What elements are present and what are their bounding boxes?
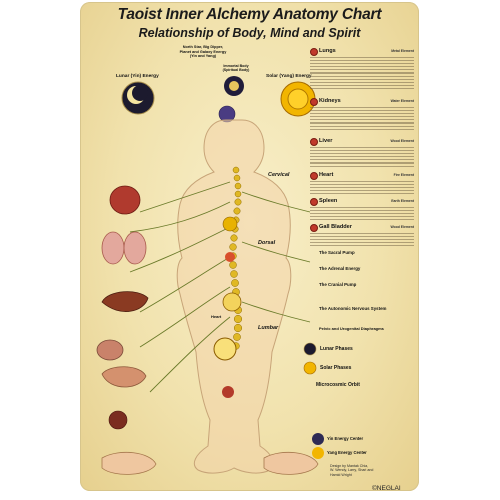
navel-center (222, 292, 242, 312)
intestines-organ-icon (101, 366, 147, 388)
organ-element: Fire Element (393, 173, 414, 177)
lungs-organ-icon-right (123, 231, 147, 265)
anatomy-illustration (96, 76, 324, 475)
sacral-pump-label: The Sacral Pump (319, 250, 355, 255)
microcosmic-orbit-label: Microcosmic Orbit (316, 382, 360, 388)
immortal-body-label: Immortal Body (Spiritual Body) (222, 64, 250, 73)
solar-phase-icon (303, 361, 317, 375)
lunar-energy-icon (121, 81, 155, 115)
section-bullet-icon (310, 138, 318, 146)
top-note: North Star, Big Dipper, Planet and Galax… (179, 45, 227, 58)
copyright-notice: ©NEGLAI (372, 485, 401, 492)
organ-name: Kidneys (319, 98, 341, 104)
nerve-network (129, 181, 311, 393)
solar-phases-label: Solar Phases (320, 365, 352, 371)
chart-title: Taoist Inner Alchemy Anatomy Chart (117, 6, 382, 23)
organ-section-liver: Liver Wood Element (310, 138, 414, 169)
stomach-organ-icon (96, 339, 124, 361)
organ-element: Wood Element (390, 225, 414, 229)
organ-element: Wood Element (390, 139, 414, 143)
liver-organ-icon (101, 291, 149, 312)
credits-line-3: Hamid Wright (330, 472, 352, 477)
yin-energy-center-icon (312, 433, 324, 445)
chart-subtitle: Relationship of Body, Mind and Spirit (138, 26, 361, 40)
cervical-label: Cervical (268, 172, 290, 178)
credits-line-2: W. Wendy, Larry, Shari and (330, 468, 374, 473)
cranial-pump-label: The Cranial Pump (319, 282, 357, 287)
section-bullet-icon (310, 224, 318, 232)
lunar-phase-icon (303, 342, 317, 356)
kidney-organ-icon (108, 410, 128, 430)
credits-line-1: Design by Mantak Chia, (330, 464, 369, 468)
heart-organ-icon (109, 185, 141, 215)
organ-section-gall-bladder: Gall Bladder Wood Element (310, 224, 414, 248)
section-bullet-icon (310, 98, 318, 106)
organ-element: Water Element (390, 99, 414, 103)
lumbar-label: Lumbar (258, 325, 279, 331)
heart-center-label: Heart (211, 314, 222, 319)
lower-tantien (213, 337, 237, 361)
autonomic-label: The Autonomic Nervous System (319, 306, 387, 311)
immortal-body-icon (224, 76, 244, 96)
solar-energy-icon (280, 81, 316, 117)
organ-name: Gall Bladder (319, 224, 352, 230)
yang-energy-center-icon (312, 447, 324, 459)
section-bullet-icon (310, 48, 318, 56)
section-bullet-icon (310, 198, 318, 206)
solar-plexus-center (225, 252, 235, 262)
organ-section-heart: Heart Fire Element (310, 172, 414, 196)
organ-section-lungs: Lungs Metal Element (310, 48, 414, 91)
left-foot-icon (101, 452, 157, 475)
perineum-center (222, 386, 234, 398)
lungs-organ-icon-left (101, 231, 125, 265)
organ-section-spleen: Spleen Earth Element (310, 198, 414, 222)
organ-name: Heart (319, 172, 334, 178)
organ-name: Liver (319, 138, 333, 144)
lunar-phases-label: Lunar Phases (320, 346, 353, 352)
organ-element: Earth Element (391, 199, 414, 203)
organ-name: Spleen (319, 198, 338, 204)
right-foot-icon (263, 452, 319, 475)
pelvic-label: Pelvic and Urogenital Diaphragms (319, 326, 384, 331)
lunar-label: Lunar (Yin) Energy (116, 74, 159, 79)
solar-label: Solar (Yang) Energy (266, 74, 312, 79)
organ-section-kidneys: Kidneys Water Element (310, 98, 414, 132)
organ-name: Lungs (319, 48, 336, 54)
adrenal-energy-label: The Adrenal Energy (319, 266, 361, 271)
heart-center (222, 216, 238, 232)
credits: Design by Mantak Chia, W. Wendy, Larry, … (330, 464, 410, 477)
chart-poster: Taoist Inner Alchemy Anatomy Chart Relat… (80, 2, 419, 491)
yin-center-label: Yin Energy Center (327, 436, 364, 441)
dorsal-label: Dorsal (258, 240, 276, 246)
organ-element: Metal Element (391, 49, 414, 53)
yang-center-label: Yang Energy Center (327, 450, 367, 455)
section-bullet-icon (310, 172, 318, 180)
